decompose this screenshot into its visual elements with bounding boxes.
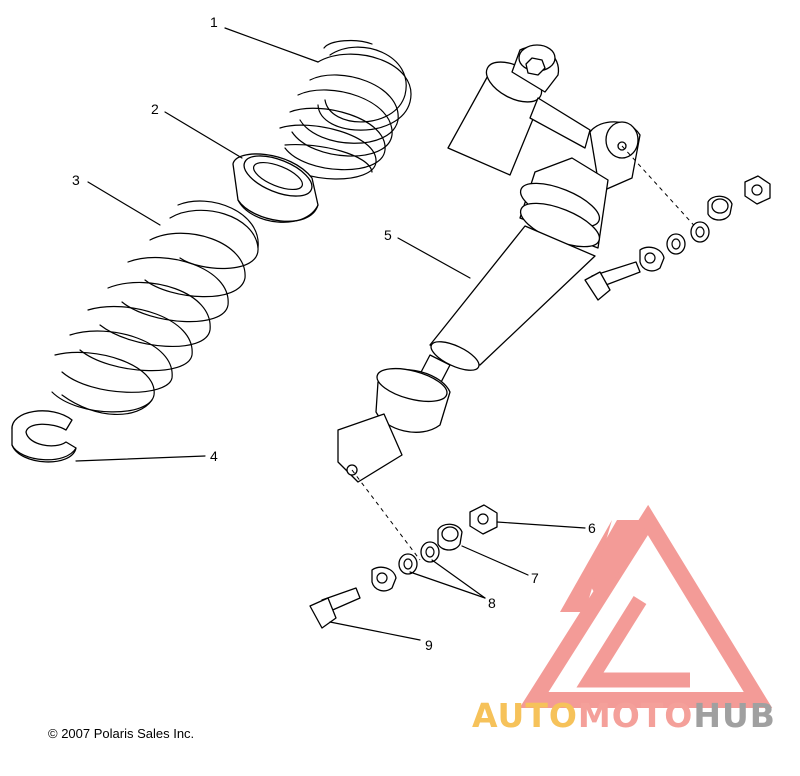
spring-upper — [279, 39, 412, 180]
lower-hardware — [309, 504, 498, 629]
watermark-text: AUTOMOTOHUB — [472, 696, 776, 735]
callout-8: 8 — [488, 595, 496, 611]
callout-6: 6 — [588, 520, 596, 536]
callout-1: 1 — [210, 14, 218, 30]
assembly-centerlines — [351, 145, 701, 561]
watermark-logo — [519, 504, 773, 708]
callout-labels: 1 2 3 4 5 6 7 8 9 — [72, 14, 596, 653]
leader-lines — [75, 27, 586, 641]
callout-7: 7 — [531, 570, 539, 586]
callout-5: 5 — [384, 227, 392, 243]
shock-absorber — [337, 44, 641, 483]
spring-lower — [51, 200, 259, 416]
callout-4: 4 — [210, 448, 218, 464]
callout-2: 2 — [151, 101, 159, 117]
callout-9: 9 — [425, 637, 433, 653]
split-collar — [11, 410, 77, 463]
watermark-moto: MOTO — [578, 696, 693, 735]
upper-hardware — [584, 175, 771, 301]
copyright-notice: © 2007 Polaris Sales Inc. — [48, 726, 195, 741]
callout-3: 3 — [72, 172, 80, 188]
watermark-hub: HUB — [693, 696, 776, 735]
spring-seat — [232, 153, 319, 223]
watermark-auto: AUTO — [472, 696, 578, 735]
